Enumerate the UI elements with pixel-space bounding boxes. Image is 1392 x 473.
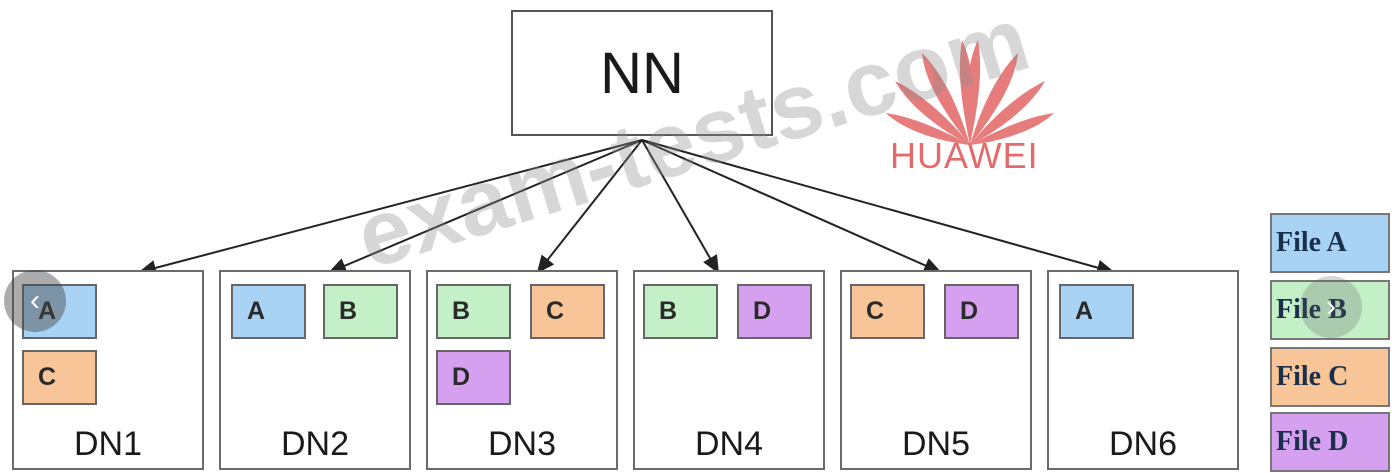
name-node-box: NN	[511, 10, 773, 136]
prev-button[interactable]: ‹	[4, 270, 66, 332]
arrow-nn-dn5	[641, 139, 942, 273]
block-b: B	[323, 284, 398, 339]
data-node-dn3: B C D DN3	[426, 270, 618, 470]
block-b: B	[643, 284, 718, 339]
data-node-dn6: A DN6	[1047, 270, 1239, 470]
arrow-nn-dn1	[138, 139, 643, 276]
block-a: A	[22, 284, 97, 339]
arrow-nn-dn4	[641, 139, 719, 274]
name-node-label: NN	[600, 40, 684, 106]
next-button[interactable]: ›	[1300, 276, 1362, 338]
block-d: D	[737, 284, 812, 339]
data-node-dn5: C D DN5	[840, 270, 1032, 470]
data-node-label: DN5	[901, 425, 971, 463]
block-a: A	[231, 284, 306, 339]
block-b: B	[436, 284, 511, 339]
data-node-label: DN3	[487, 425, 557, 463]
arrow-nn-dn6	[641, 139, 1115, 276]
legend-file-c: File C	[1270, 347, 1390, 407]
legend-file-d: File D	[1270, 412, 1390, 472]
block-c: C	[850, 284, 925, 339]
data-node-dn2: A B DN2	[219, 270, 411, 470]
block-a: A	[1059, 284, 1134, 339]
data-node-label: DN2	[280, 425, 350, 463]
data-node-label: DN6	[1108, 425, 1178, 463]
legend-file-a: File A	[1270, 213, 1390, 273]
block-c: C	[530, 284, 605, 339]
data-node-dn1: A C DN1	[12, 270, 204, 470]
data-node-dn4: B D DN4	[633, 270, 825, 470]
block-c: C	[22, 350, 97, 405]
block-d: D	[436, 350, 511, 405]
legend-file-b: File B	[1270, 280, 1390, 340]
data-node-label: DN4	[694, 425, 764, 463]
chevron-left-icon: ‹	[30, 284, 40, 317]
data-node-label: DN1	[73, 425, 143, 463]
arrow-nn-dn2	[328, 139, 643, 274]
logo-text: HUAWEI	[890, 135, 1039, 176]
chevron-right-icon: ›	[1326, 290, 1336, 323]
arrow-nn-dn3	[536, 139, 643, 274]
block-d: D	[944, 284, 1019, 339]
huawei-logo-icon	[886, 40, 1054, 145]
